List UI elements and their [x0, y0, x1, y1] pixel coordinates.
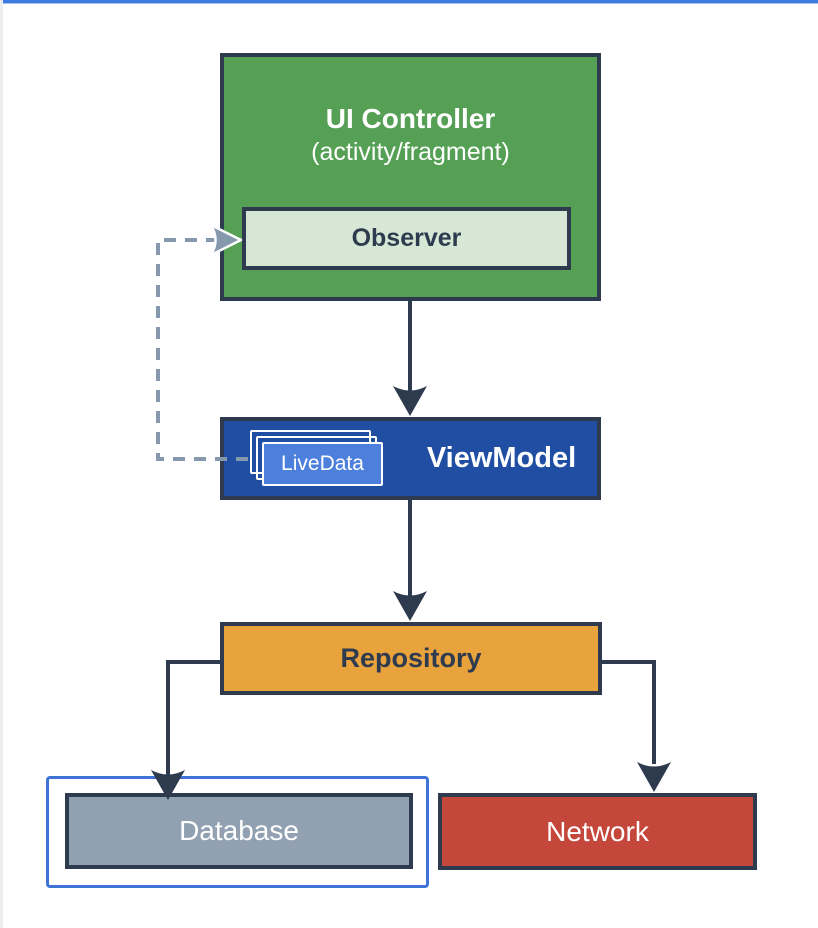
viewmodel-label: ViewModel	[426, 442, 577, 474]
network-label: Network	[546, 815, 649, 847]
top-accent-bar	[0, 0, 818, 3]
viewmodel-to-repository-arrow	[393, 500, 427, 621]
repository-node: Repository	[220, 622, 602, 695]
database-label: Database	[179, 815, 299, 846]
database-node: Database	[65, 793, 413, 869]
database-highlight-frame	[46, 776, 429, 888]
ui-to-viewmodel-arrow	[393, 301, 427, 416]
livedata-label: LiveData	[281, 452, 364, 475]
livedata-card-front: LiveData	[262, 442, 383, 486]
viewmodel-node: LiveData ViewModel	[220, 417, 601, 500]
ui-controller-subtitle: (activity/fragment)	[311, 138, 510, 166]
livedata-stack-icon: LiveData	[250, 430, 390, 492]
page-left-edge	[0, 0, 3, 928]
repository-label: Repository	[340, 643, 482, 673]
network-node: Network	[438, 793, 757, 870]
ui-controller-title: UI Controller	[325, 103, 496, 134]
observer-node: Observer	[242, 207, 571, 270]
repository-to-network-arrow	[602, 660, 671, 792]
observer-label: Observer	[351, 224, 462, 252]
